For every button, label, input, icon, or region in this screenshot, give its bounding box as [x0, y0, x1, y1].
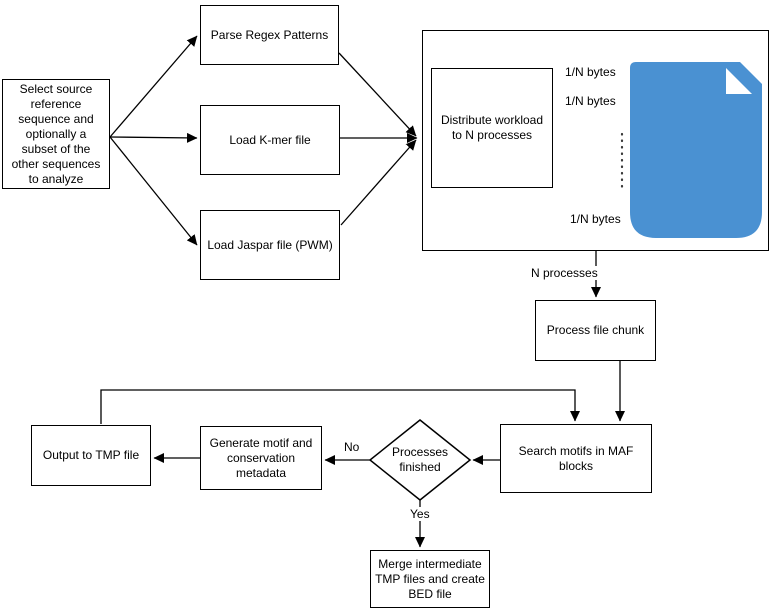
node-select-source-label: Select source reference sequence and opt…	[11, 81, 101, 186]
edge-jaspar-to-container	[340, 139, 417, 226]
document-file-icon	[630, 62, 762, 238]
node-parse-regex: Parse Regex Patterns	[200, 5, 339, 65]
decision-diamond-label-text: Processes finished	[391, 445, 449, 474]
node-output-tmp-file-label: Output to TMP file	[42, 448, 140, 462]
edge-select-to-jaspar	[109, 136, 198, 246]
node-distribute-workload-label: Distribute workload to N processes	[440, 113, 544, 142]
label-bytes-chunk-1: 1/N bytes	[565, 65, 616, 79]
node-load-kmer-label: Load K-mer file	[229, 132, 311, 147]
node-search-motifs: Search motifs in MAF blocks	[500, 424, 652, 493]
node-generate-metadata-label: Generate motif and conservation metadata	[209, 435, 313, 480]
label-bytes-chunk-2: 1/N bytes	[565, 94, 616, 108]
edge-parse-to-container	[338, 52, 417, 137]
node-process-file-chunk: Process file chunk	[535, 300, 656, 361]
node-distribute-workload: Distribute workload to N processes	[431, 68, 553, 188]
edge-select-to-parse	[109, 35, 198, 138]
document-body	[630, 62, 762, 238]
node-load-jaspar: Load Jaspar file (PWM)	[200, 210, 340, 280]
node-merge-tmp-bed: Merge intermediate TMP files and create …	[370, 550, 490, 608]
node-load-kmer: Load K-mer file	[200, 105, 340, 175]
edge-label-n-processes: N processes	[529, 266, 600, 281]
node-output-tmp-file: Output to TMP file	[31, 425, 151, 486]
edge-select-to-kmer	[109, 132, 198, 143]
decision-diamond-label: Processes finished	[378, 436, 462, 484]
node-generate-metadata: Generate motif and conservation metadata	[200, 426, 322, 490]
node-parse-regex-label: Parse Regex Patterns	[210, 27, 329, 42]
edge-label-yes: Yes	[408, 507, 432, 522]
node-load-jaspar-label: Load Jaspar file (PWM)	[207, 237, 333, 252]
document-fold-corner	[726, 68, 752, 94]
node-process-file-chunk-label: Process file chunk	[546, 323, 645, 337]
edge-output-loop-to-search	[100, 389, 580, 424]
node-select-source: Select source reference sequence and opt…	[2, 79, 110, 189]
node-merge-tmp-bed-label: Merge intermediate TMP files and create …	[375, 556, 485, 601]
edge-label-no: No	[342, 440, 362, 455]
label-bytes-chunk-n: 1/N bytes	[570, 212, 621, 226]
node-search-motifs-label: Search motifs in MAF blocks	[518, 443, 634, 473]
